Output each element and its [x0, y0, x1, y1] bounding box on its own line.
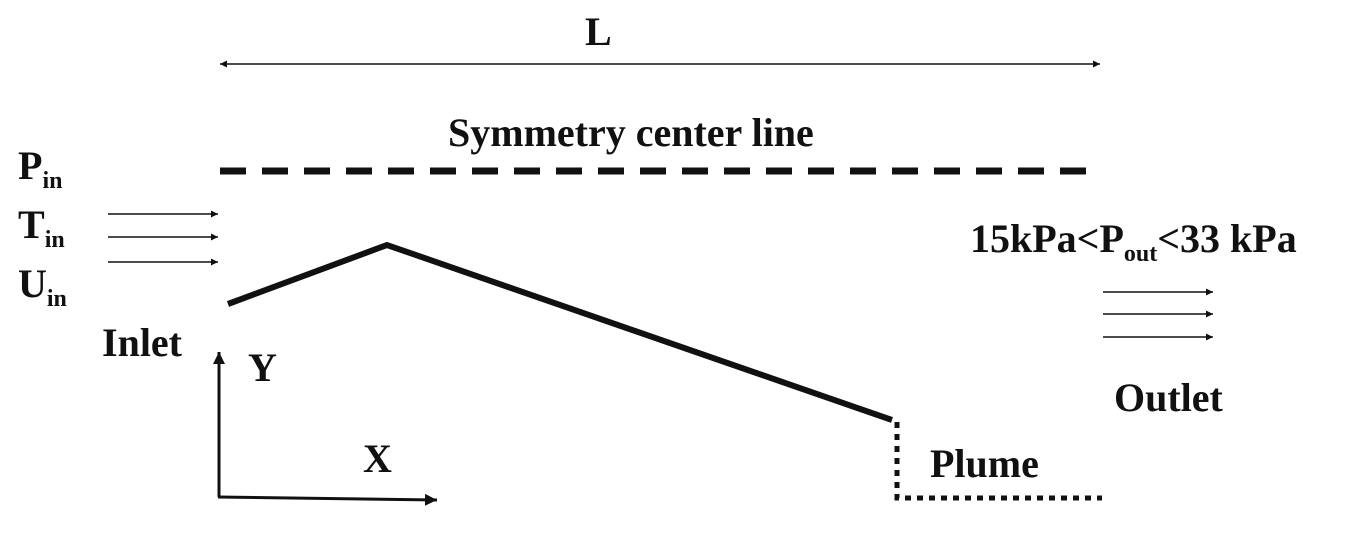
symmetry-label: Symmetry center line — [448, 110, 814, 155]
inlet-label: Inlet — [102, 320, 182, 365]
plume-boundary — [894, 422, 1102, 501]
outlet-label: Outlet — [1114, 375, 1223, 420]
outlet-pressure-label: 15kPa<Pout<33 kPa — [970, 216, 1297, 267]
y-axis-label: Y — [248, 345, 277, 390]
outlet-pressure-subscript: out — [1123, 241, 1158, 267]
plume-label: Plume — [930, 441, 1039, 486]
inlet-velocity-symbol: U — [18, 261, 47, 306]
x-axis-label: X — [363, 436, 392, 481]
inlet-pressure-symbol: P — [18, 143, 43, 188]
inlet-velocity-subscript: in — [46, 286, 67, 312]
coordinate-axes — [213, 352, 438, 506]
x-axis-arrow — [217, 493, 438, 506]
outlet-pressure-prefix: 15kPa<P — [970, 216, 1124, 261]
inlet-temperature-subscript: in — [44, 227, 65, 253]
inlet-pressure-subscript: in — [42, 168, 63, 194]
inlet-flow-arrows — [108, 210, 218, 266]
inlet-temperature-symbol: T — [18, 202, 45, 247]
outlet-flow-arrows — [1103, 288, 1213, 341]
length-label: L — [585, 9, 612, 54]
inlet-pressure-label: Pin — [18, 143, 62, 194]
inlet-temperature-label: Tin — [18, 202, 65, 253]
outlet-pressure-suffix: <33 kPa — [1157, 216, 1297, 261]
nozzle-wall-profile — [226, 241, 893, 423]
inlet-velocity-label: Uin — [18, 261, 67, 312]
